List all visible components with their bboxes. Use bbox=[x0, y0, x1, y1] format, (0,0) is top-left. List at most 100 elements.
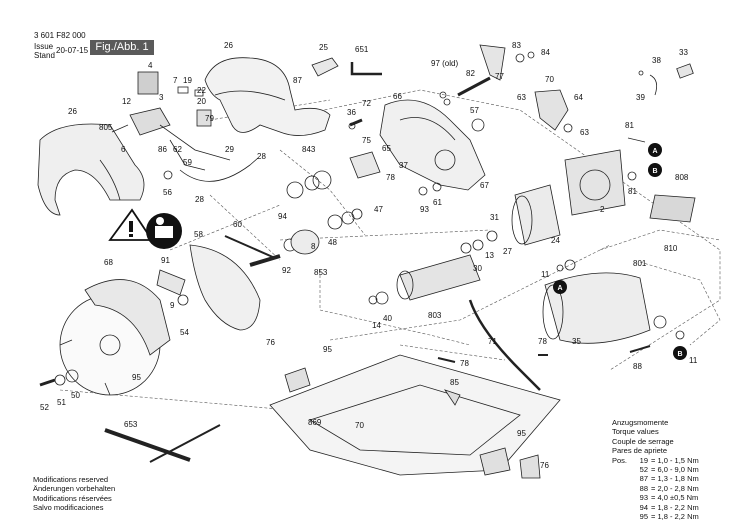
notice-es: Salvo modificaciones bbox=[33, 503, 104, 513]
part-label: 52 bbox=[40, 403, 49, 412]
part-label: 92 bbox=[282, 266, 291, 275]
part-label: 13 bbox=[485, 251, 494, 260]
part-label: 843 bbox=[302, 145, 316, 154]
part-label: 651 bbox=[355, 45, 369, 54]
part-label: 803 bbox=[428, 311, 442, 320]
part-label: 86 bbox=[158, 145, 167, 154]
part-label: 71 bbox=[488, 337, 497, 346]
part-label: 14 bbox=[372, 321, 381, 330]
part-label: 4 bbox=[148, 61, 153, 70]
top-handle-part bbox=[204, 57, 331, 136]
base-plate-part bbox=[269, 354, 561, 476]
torque-row: Pos.19= 1,0 - 1,5 Nm bbox=[612, 455, 699, 465]
torque-row: 88= 2,0 - 2,8 Nm bbox=[639, 483, 699, 493]
notice-de: Änderungen vorbehalten bbox=[33, 484, 116, 494]
part-label: 7 bbox=[173, 76, 178, 85]
callout-b-bottom: B bbox=[677, 351, 682, 358]
part-label: 93 bbox=[420, 205, 429, 214]
torque-row: 93= 4,0 ±0,5 Nm bbox=[639, 493, 699, 503]
part-label: 95 bbox=[132, 373, 141, 382]
part-label: 9 bbox=[170, 301, 175, 310]
part-label: 28 bbox=[195, 195, 204, 204]
part-label: 81 bbox=[625, 121, 634, 130]
part-label: 54 bbox=[180, 328, 189, 337]
part-label: 11 bbox=[689, 356, 698, 365]
part-label: 28 bbox=[257, 152, 266, 161]
part-label: 808 bbox=[675, 173, 689, 182]
torque-row: 95= 1,8 - 2,2 Nm bbox=[639, 512, 699, 522]
part-label: 66 bbox=[393, 92, 402, 101]
notice-en: Modifications reserved bbox=[33, 475, 109, 484]
part-label: 869 bbox=[308, 418, 322, 427]
part-label: 64 bbox=[574, 93, 583, 102]
modifications-notice: Modifications reserved Änderungen vorbeh… bbox=[33, 475, 115, 513]
part-label: 87 bbox=[293, 76, 302, 85]
part-label: 51 bbox=[57, 398, 66, 407]
part-label: 26 bbox=[68, 107, 77, 116]
part-label: 63 bbox=[517, 93, 526, 102]
part-label: 84 bbox=[541, 48, 550, 57]
part-label: 81 bbox=[628, 187, 637, 196]
part-label: 88 bbox=[633, 362, 642, 371]
part-label: 801 bbox=[633, 259, 647, 268]
part-label: 853 bbox=[314, 268, 328, 277]
part-label: 12 bbox=[122, 97, 131, 106]
figure-label: Fig./Abb. 1 bbox=[90, 40, 154, 55]
part-label: 76 bbox=[266, 338, 275, 347]
part-label: 35 bbox=[572, 337, 581, 346]
part-label: 8 bbox=[311, 242, 316, 251]
part-label: 70 bbox=[355, 421, 364, 430]
part-label: 61 bbox=[433, 198, 442, 207]
part-label: 3 bbox=[159, 93, 164, 102]
notice-fr: Modifications réservées bbox=[33, 493, 112, 503]
part-label: 97 (old) bbox=[431, 59, 458, 68]
part-label: 11 bbox=[541, 270, 550, 279]
part-label: 70 bbox=[545, 75, 554, 84]
part-label: 59 bbox=[183, 158, 192, 167]
torque-title-de: Anzugsmomente bbox=[612, 418, 669, 427]
part-label: 40 bbox=[383, 314, 392, 323]
part-label: 24 bbox=[551, 236, 560, 245]
part-label: 63 bbox=[580, 128, 589, 137]
part-label: 77 bbox=[495, 72, 504, 81]
torque-title-en: Torque values bbox=[612, 427, 659, 437]
callout-a-bottom: A bbox=[557, 285, 562, 292]
part-label: 810 bbox=[664, 244, 678, 253]
part-label: 47 bbox=[374, 205, 383, 214]
part-label: 57 bbox=[470, 106, 479, 115]
part-label: 82 bbox=[466, 69, 475, 78]
part-label: 65 bbox=[382, 144, 391, 153]
part-label: 38 bbox=[652, 56, 661, 65]
part-label: 19 bbox=[183, 76, 192, 85]
blade-guard-part bbox=[189, 244, 261, 331]
part-label: 60 bbox=[233, 220, 242, 229]
part-label: 37 bbox=[399, 161, 408, 170]
part-label: 50 bbox=[71, 391, 80, 400]
part-label: 22 bbox=[197, 86, 206, 95]
torque-title-es: Pares de apriete bbox=[612, 446, 668, 456]
part-label: 83 bbox=[512, 41, 521, 50]
part-label: 25 bbox=[319, 43, 328, 52]
rear-handle-part bbox=[37, 123, 145, 216]
stator-part bbox=[564, 149, 626, 216]
torque-values-table: Anzugsmomente Torque values Couple de se… bbox=[612, 418, 699, 521]
issue-date: 20-07-15 bbox=[56, 46, 89, 55]
part-label: 33 bbox=[679, 48, 688, 57]
motor-housing-part bbox=[379, 99, 486, 191]
part-label: 79 bbox=[205, 114, 214, 123]
part-label: 76 bbox=[540, 461, 549, 470]
part-label: 653 bbox=[124, 420, 138, 429]
part-label: 95 bbox=[517, 429, 526, 438]
part-label: 30 bbox=[473, 264, 482, 273]
part-label: 78 bbox=[386, 173, 395, 182]
document-number: 3 601 F82 000 bbox=[34, 31, 86, 40]
stand-label: Stand bbox=[34, 51, 55, 60]
part-label: 2 bbox=[600, 205, 605, 214]
callout-b-top: B bbox=[652, 168, 657, 175]
part-label: 48 bbox=[328, 238, 337, 247]
motor-part bbox=[544, 272, 651, 344]
part-label: 805 bbox=[99, 123, 113, 132]
part-label: 26 bbox=[224, 41, 233, 50]
part-label: 95 bbox=[323, 345, 332, 354]
part-label: 58 bbox=[194, 230, 203, 239]
